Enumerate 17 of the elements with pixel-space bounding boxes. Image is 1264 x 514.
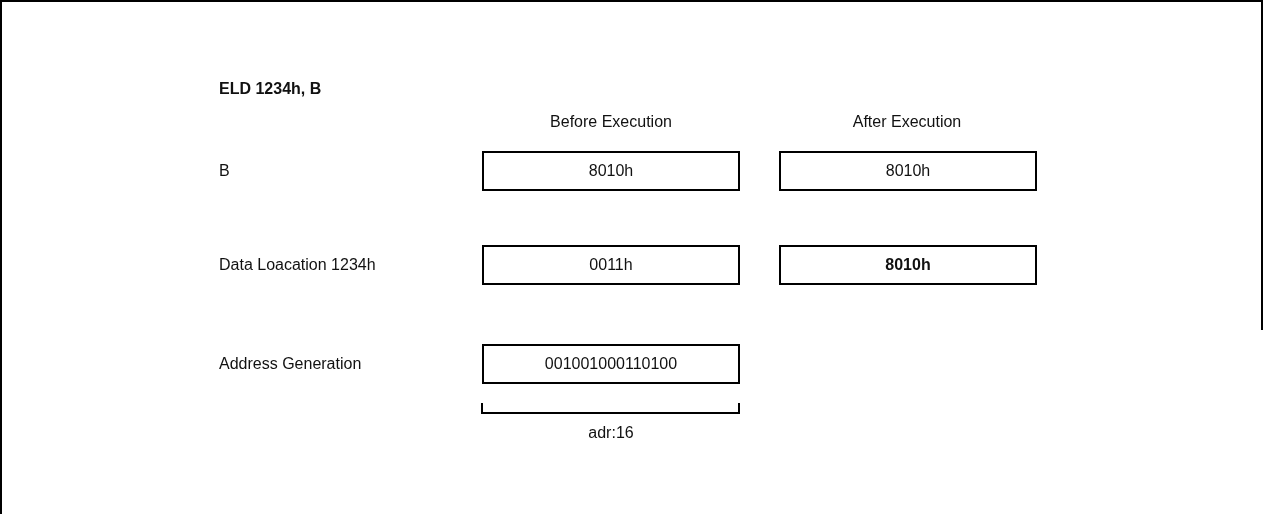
register-value: 8010h bbox=[885, 162, 931, 180]
value-box bbox=[482, 151, 740, 191]
bit-width-label: adr:16 bbox=[588, 423, 634, 443]
column-heading: After Execution bbox=[852, 112, 962, 132]
value-box bbox=[482, 245, 740, 285]
register-value: 8010h bbox=[588, 162, 634, 180]
register-value: 8010h bbox=[885, 256, 931, 274]
value-box bbox=[779, 245, 1037, 285]
value-box bbox=[779, 151, 1037, 191]
row-label: Address Generation bbox=[219, 354, 362, 374]
register-value: 001001000110100 bbox=[544, 355, 678, 373]
value-box bbox=[482, 344, 740, 384]
instruction-title: ELD 1234h, B bbox=[219, 79, 322, 99]
row-label: B bbox=[219, 161, 230, 181]
register-value: 0011h bbox=[589, 256, 633, 274]
row-label: Data Loacation 1234h bbox=[219, 255, 376, 275]
column-heading: Before Execution bbox=[550, 112, 672, 132]
